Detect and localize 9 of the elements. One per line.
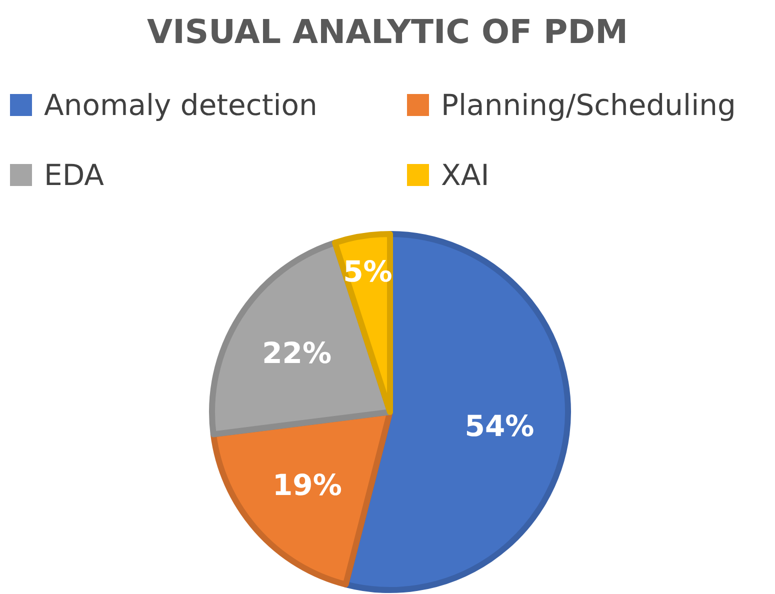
legend-label: XAI: [441, 158, 490, 192]
legend-label: EDA: [44, 158, 104, 192]
data-label: 54%: [464, 408, 534, 443]
data-label: 22%: [262, 336, 332, 370]
chart-title: VISUAL ANALYTIC OF PDM: [146, 12, 629, 51]
legend-label: Anomaly detection: [44, 88, 318, 122]
legend-label: Planning/Scheduling: [441, 88, 736, 122]
data-label: 19%: [272, 468, 342, 502]
data-label: 5%: [343, 254, 392, 288]
